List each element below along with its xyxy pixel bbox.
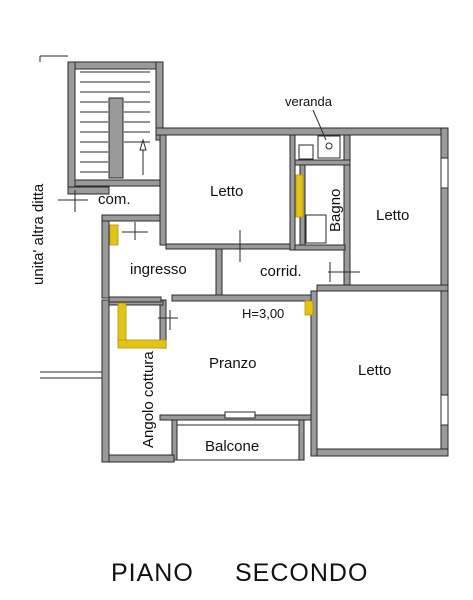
label-veranda: veranda [285, 94, 333, 109]
room-labels: Letto Letto Letto Bagno veranda com. ing… [30, 94, 409, 455]
interior-walls [74, 97, 449, 457]
window-icon [440, 157, 449, 189]
radiator-corridor [304, 300, 314, 316]
title-word-1: PIANO [111, 559, 194, 587]
label-corridoio: corrid. [260, 263, 302, 280]
veranda-pointer [312, 109, 327, 141]
radiators [109, 174, 314, 349]
label-pranzo: Pranzo [209, 355, 257, 372]
label-ingresso: ingresso [130, 261, 187, 278]
label-balcone: Balcone [205, 438, 259, 455]
plan-title: PIANO SECONDO [111, 559, 368, 587]
fixtures [224, 135, 449, 426]
title-word-2: SECONDO [235, 559, 368, 587]
radiator-cucina-base [117, 339, 167, 349]
radiator-cucina [117, 302, 127, 344]
staircase [80, 71, 150, 175]
label-angolo-cottura: Angolo cottura [140, 351, 157, 448]
label-letto-right-bottom: Letto [358, 362, 391, 379]
balcony-door-icon [224, 411, 256, 419]
label-bagno: Bagno [327, 189, 344, 232]
site-lines [39, 55, 102, 379]
label-letto-top: Letto [210, 183, 243, 200]
doors [58, 190, 360, 330]
radiator-bagno [295, 174, 304, 218]
bathtub [305, 214, 327, 244]
veranda-door-icon [298, 144, 314, 160]
window-icon [440, 394, 449, 426]
drain-icon [325, 142, 333, 150]
label-letto-right-top: Letto [376, 207, 409, 224]
radiator-ingresso [109, 224, 119, 246]
neighbor-unit-label: unita' altra ditta [30, 183, 47, 285]
label-com: com. [98, 191, 131, 208]
ceiling-height-label: H=3,00 [242, 306, 284, 321]
